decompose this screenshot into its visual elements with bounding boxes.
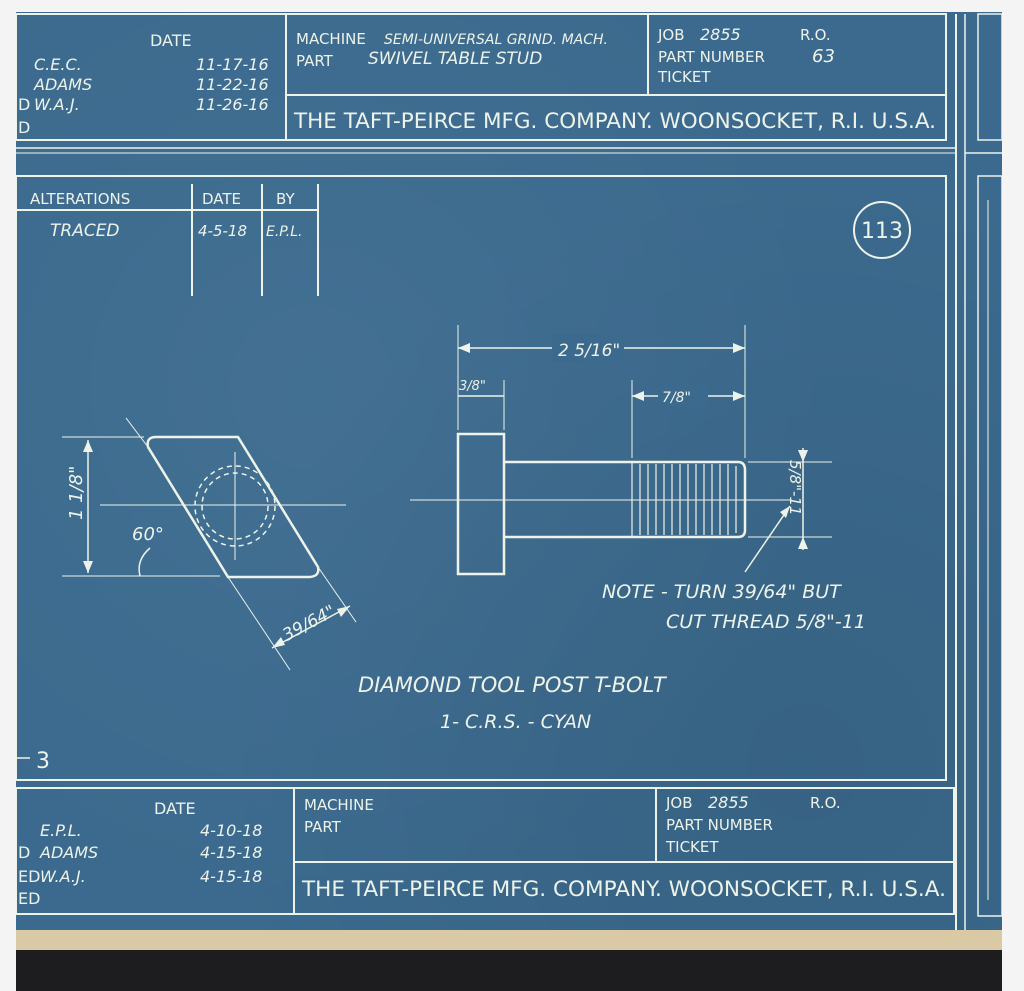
alteration-entry: TRACED	[50, 221, 120, 241]
angle-dimension: 60°	[132, 524, 164, 545]
alterations-table: ALTERATIONS DATE BY TRACED 4-5-18 E.P.L.	[16, 184, 319, 296]
thread-spec-dimension: 5/8"-11	[786, 460, 804, 516]
blueprint-drawing: DATE C.E.C. ADAMS W.A.J. D D 11-17-16 11…	[15, 13, 1003, 940]
top-part-number-value: 63	[812, 46, 835, 67]
bottom-date-3: 4-15-18	[200, 867, 262, 886]
bottom-row-mark-1: D	[18, 843, 30, 862]
top-ro-label: R.O.	[800, 26, 831, 44]
top-part-label: PART	[296, 52, 334, 70]
width-dimension: 39/64"	[279, 601, 339, 645]
alteration-date: 4-5-18	[198, 222, 247, 240]
drawing-note-line-2: CUT THREAD 5/8"-11	[666, 611, 866, 633]
top-date-2: 11-22-16	[196, 75, 269, 94]
top-job-value: 2855	[700, 25, 741, 44]
height-dimension: 1 1/8"	[66, 466, 87, 520]
sheet-number-circle: 113	[853, 201, 911, 259]
top-machine-label: MACHINE	[296, 30, 366, 48]
sheet-number: 113	[861, 219, 903, 244]
top-job-label: JOB	[657, 26, 685, 44]
top-company-name: THE TAFT-PEIRCE MFG. COMPANY. WOONSOCKET…	[293, 109, 936, 133]
bottom-signature-3: W.A.J.	[40, 867, 86, 886]
bottom-signature-1: E.P.L.	[40, 821, 82, 840]
drawing-note-line-1: NOTE - TURN 39/64" BUT	[602, 581, 842, 603]
bottom-machine-label: MACHINE	[304, 796, 374, 814]
top-row-mark-2: D	[18, 118, 30, 137]
top-part-number-label: PART NUMBER	[658, 48, 765, 66]
top-title-block: DATE C.E.C. ADAMS W.A.J. D D 11-17-16 11…	[15, 13, 1002, 940]
head-width-dimension: 3/8"	[459, 379, 486, 394]
top-date-3: 11-26-16	[196, 95, 269, 114]
side-mark: 3	[36, 749, 50, 774]
top-machine-value: SEMI-UNIVERSAL GRIND. MACH.	[384, 32, 608, 48]
top-date-label: DATE	[150, 31, 192, 50]
blueprint-sheet: DATE C.E.C. ADAMS W.A.J. D D 11-17-16 11…	[15, 12, 1003, 950]
adjacent-sheet-edge	[977, 13, 1003, 917]
top-signature-1: C.E.C.	[34, 55, 82, 74]
top-signature-2: ADAMS	[33, 75, 92, 94]
thread-length-dimension: 7/8"	[662, 390, 691, 406]
drawing-material: 1- C.R.S. - CYAN	[440, 711, 591, 733]
bottom-job-value: 2855	[708, 793, 749, 812]
alterations-date-header: DATE	[202, 190, 241, 208]
overall-length-dimension: 2 5/16"	[558, 341, 620, 361]
bottom-part-label: PART	[304, 818, 342, 836]
bottom-ro-label: R.O.	[810, 794, 841, 812]
alterations-by-header: BY	[276, 190, 295, 208]
torn-background	[16, 950, 1002, 991]
alteration-by: E.P.L.	[266, 224, 303, 240]
top-signature-3: W.A.J.	[34, 95, 80, 114]
bottom-date-2: 4-15-18	[200, 843, 262, 862]
bottom-part-number-label: PART NUMBER	[666, 816, 773, 834]
top-date-1: 11-17-16	[196, 55, 269, 74]
bottom-signature-2: ADAMS	[39, 843, 98, 862]
bottom-title-block: DATE E.P.L. ADAMS W.A.J. D ED ED 4-10-18…	[15, 787, 955, 915]
diamond-end-view: 1 1/8" 60° 39/64"	[62, 417, 357, 671]
bottom-row-mark-2: ED	[18, 867, 40, 886]
top-ticket-label: TICKET	[657, 68, 711, 86]
bottom-ticket-label: TICKET	[665, 838, 719, 856]
bottom-date-1: 4-10-18	[200, 821, 262, 840]
top-part-value: SWIVEL TABLE STUD	[368, 49, 542, 69]
bottom-company-name: THE TAFT-PEIRCE MFG. COMPANY. WOONSOCKET…	[301, 877, 946, 901]
top-row-mark-1: D	[18, 95, 30, 114]
bottom-job-label: JOB	[665, 794, 693, 812]
alterations-header: ALTERATIONS	[30, 190, 130, 208]
bottom-row-mark-3: ED	[18, 889, 40, 908]
drawing-frame	[15, 175, 947, 781]
bottom-date-label: DATE	[154, 799, 196, 818]
drawing-title: DIAMOND TOOL POST T-BOLT	[358, 673, 668, 697]
t-bolt-side-view: 2 5/16" 3/8" 7/8" 5/8"-11	[410, 325, 832, 576]
